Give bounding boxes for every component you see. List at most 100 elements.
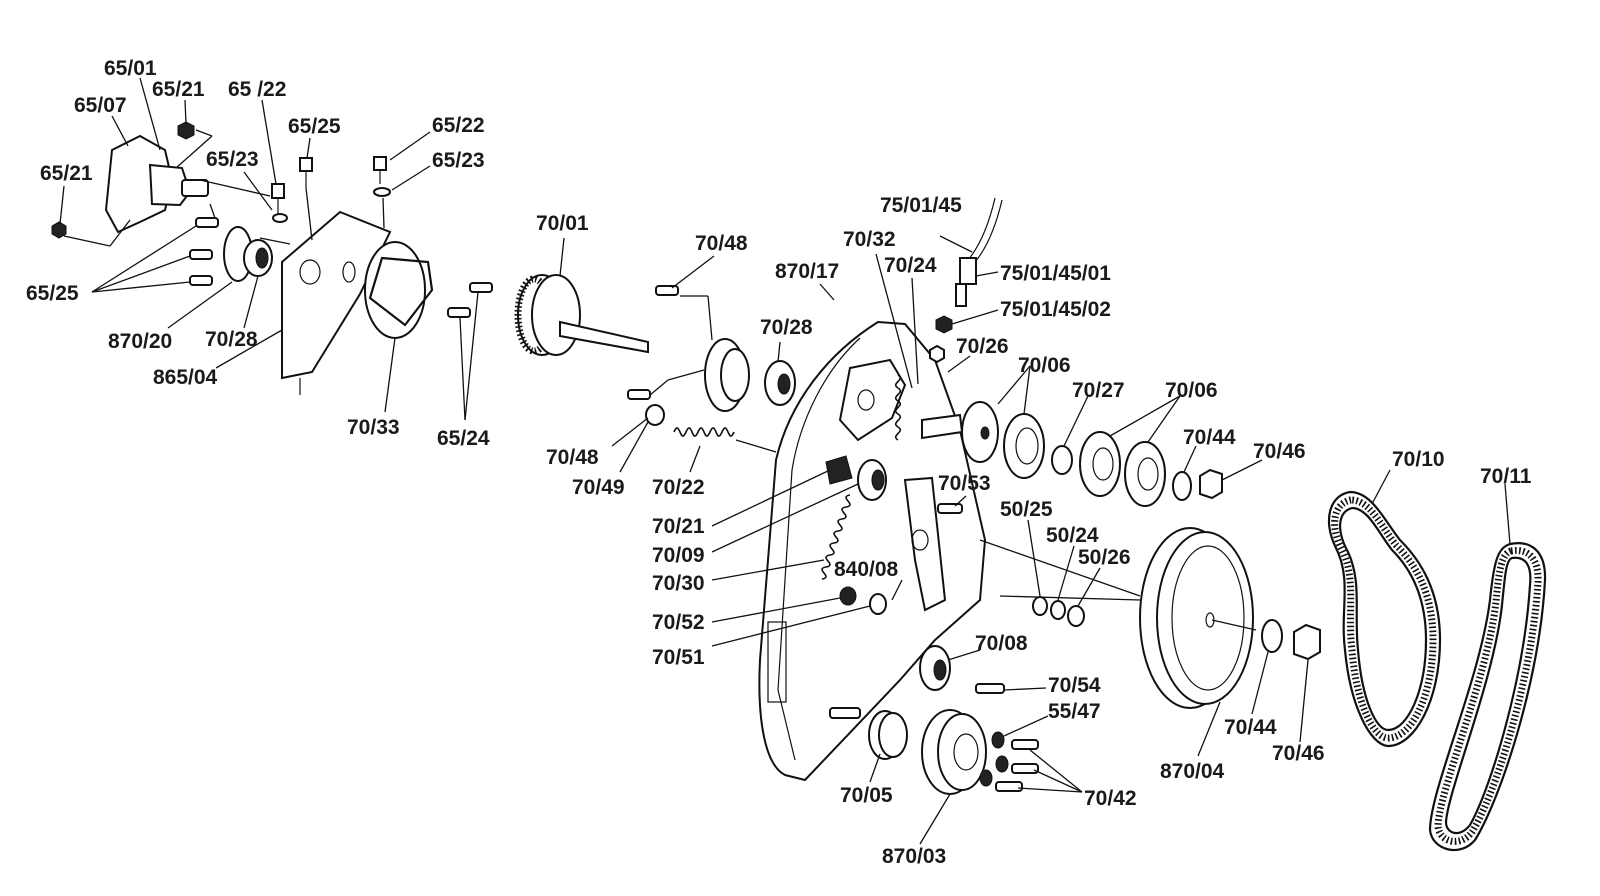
pulley-870-03 (921, 709, 987, 795)
label-70-21: 70/21 (652, 515, 705, 538)
label-70-44-top: 70/44 (1183, 426, 1236, 449)
label-50-26: 50/26 (1078, 546, 1131, 569)
label-870-20: 870/20 (108, 330, 172, 353)
screw-65-22-a (271, 183, 285, 214)
washer-70-44-bottom (1261, 619, 1283, 653)
washer-70-51 (869, 593, 887, 615)
label-65-07: 65/07 (74, 94, 127, 117)
cable-75-01-45 (955, 197, 1003, 307)
screws-70-42 (995, 739, 1039, 792)
label-65-24: 65/24 (437, 427, 490, 450)
label-70-52: 70/52 (652, 611, 705, 634)
label-70-53: 70/53 (938, 472, 991, 495)
label-70-05: 70/05 (840, 784, 893, 807)
label-50-25: 50/25 (1000, 498, 1053, 521)
label-70-32: 70/32 (843, 228, 896, 251)
label-870-17: 870/17 (775, 260, 839, 283)
label-70-11: 70/11 (1480, 465, 1532, 488)
label-70-09: 70/09 (652, 544, 705, 567)
label-70-44-bottom: 70/44 (1224, 716, 1277, 739)
bracket-70-21 (825, 455, 853, 485)
tension-bracket (838, 358, 907, 442)
bolts-65-25 (189, 217, 219, 286)
screw-65-25-top (299, 157, 313, 188)
nuts-50-25-24-26 (1032, 596, 1085, 627)
leader-lines (59, 77, 1511, 845)
label-840-08: 840/08 (834, 558, 899, 581)
large-pulley-870-04 (1139, 527, 1254, 709)
label-75-01-45-02: 75/01/45/02 (1000, 298, 1111, 321)
label-70-08: 70/08 (975, 632, 1028, 655)
belt-70-33 (364, 241, 434, 339)
screws-65-24 (447, 282, 493, 318)
screw-65-22-b (373, 156, 387, 184)
gearbox-housing (104, 134, 209, 234)
label-65-25-top: 65/25 (288, 115, 341, 138)
spring-70-22 (673, 427, 735, 437)
label-70-49: 70/49 (572, 476, 625, 499)
nut-75-01-45-02 (935, 315, 953, 334)
washer-70-44-top (1172, 471, 1192, 501)
label-70-28-left: 70/28 (205, 328, 258, 351)
label-70-10: 70/10 (1392, 448, 1445, 471)
shaft-70-26 (921, 401, 999, 463)
spring-70-24 (894, 374, 902, 441)
label-65-21-top: 65/21 (152, 78, 205, 101)
belt-70-11 (1428, 542, 1547, 851)
nut-small (929, 344, 945, 364)
label-70-48-bottom: 70/48 (546, 446, 599, 469)
belt-70-10 (1327, 490, 1442, 748)
flange-bearing (704, 338, 750, 412)
nut-70-49 (645, 404, 665, 426)
label-65-22-right: 65/22 (432, 114, 485, 137)
label-70-26: 70/26 (956, 335, 1009, 358)
label-70-22: 70/22 (652, 476, 705, 499)
label-70-27: 70/27 (1072, 379, 1125, 402)
label-65-01: 65/01 (104, 57, 157, 80)
label-70-24: 70/24 (884, 254, 937, 277)
label-65-21-left: 65/21 (40, 162, 93, 185)
screw-70-53 (937, 503, 963, 514)
spacer-70-27 (1051, 445, 1073, 475)
screw-70-48-bottom (627, 389, 651, 400)
label-75-01-45: 75/01/45 (880, 194, 962, 217)
pulley-70-06-a (1003, 413, 1045, 479)
part-labels: 65/01 65/07 65/21 65 /22 65/25 65/22 65/… (26, 57, 1532, 868)
label-50-24: 50/24 (1046, 524, 1099, 547)
label-70-30: 70/30 (652, 572, 705, 595)
spring-70-30 (821, 494, 851, 580)
bearing-70-28 (764, 360, 796, 406)
label-870-03: 870/03 (882, 845, 946, 868)
nut-70-46-bottom (1293, 623, 1321, 661)
label-70-42: 70/42 (1084, 787, 1137, 810)
nut-65-21-left (51, 221, 67, 239)
roller-70-08 (919, 645, 951, 691)
bearing-flange-870-20 (223, 226, 273, 282)
idler-70-09 (857, 459, 887, 501)
washer-65-23-a (272, 213, 288, 223)
label-70-46-bottom: 70/46 (1272, 742, 1325, 765)
bolt-cover (829, 707, 861, 719)
pulley-70-06-c (1124, 441, 1166, 507)
nut-70-46-top (1199, 468, 1223, 500)
mounting-plate-865-04 (281, 210, 392, 395)
label-65-23-right: 65/23 (432, 149, 485, 172)
label-75-01-45-01: 75/01/45/01 (1000, 262, 1111, 285)
label-70-46-top: 70/46 (1253, 440, 1306, 463)
label-70-06-b: 70/06 (1165, 379, 1218, 402)
label-70-28-center: 70/28 (760, 316, 813, 339)
tension-arm (903, 476, 947, 612)
washers-55-47 (979, 731, 1009, 787)
label-870-04: 870/04 (1160, 760, 1225, 783)
screw-70-48-top (655, 285, 679, 296)
roller-70-05 (868, 710, 908, 760)
label-70-51: 70/51 (652, 646, 705, 669)
label-65-25-left: 65/25 (26, 282, 79, 305)
pulley-shaft-70-01 (514, 274, 649, 356)
pulley-70-06-b (1079, 431, 1121, 497)
screw-70-54 (975, 683, 1005, 694)
label-65-23-left: 65/23 (206, 148, 259, 171)
nut-65-21-top (177, 121, 195, 140)
label-865-04: 865/04 (153, 366, 218, 389)
